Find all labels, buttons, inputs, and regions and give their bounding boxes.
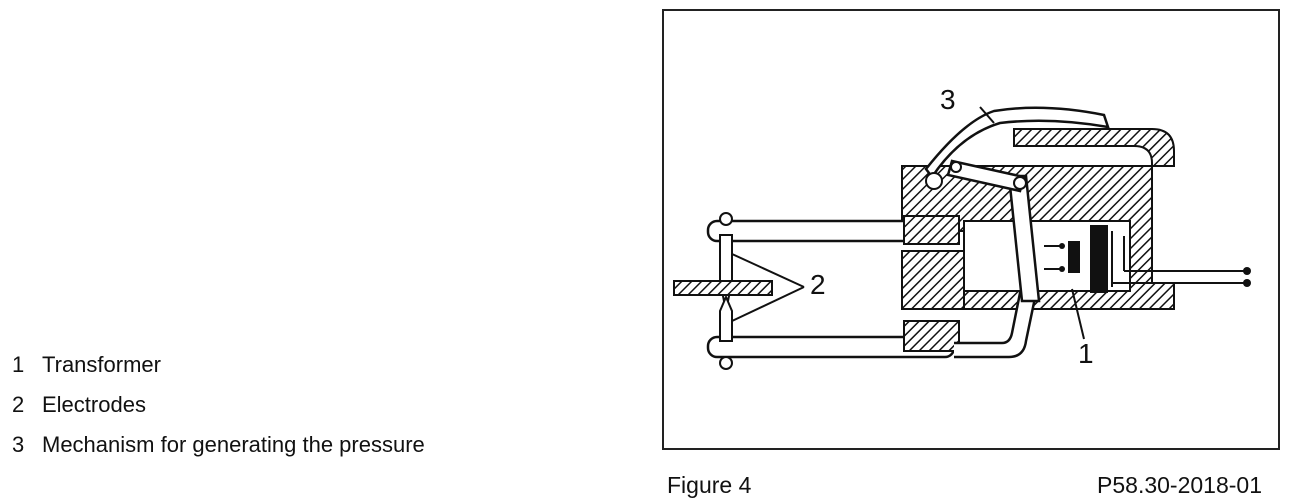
lower-electrode: [719, 294, 733, 342]
figure-reference: P58.30-2018-01: [1097, 472, 1262, 498]
legend-item-transformer: 1 Transformer: [12, 345, 425, 385]
legend-list: 1 Transformer 2 Electrodes 3 Mechanism for …: [12, 345, 425, 465]
legend-item-number: 1: [12, 352, 25, 377]
legend-item-label: Electrodes: [42, 392, 146, 417]
legend-item-pressure-mechanism: 3 Mechanism for generating the pressure: [12, 425, 425, 465]
transformer: [1044, 225, 1251, 293]
figure-caption: Figure 4: [667, 472, 752, 498]
lever-link: [946, 159, 1026, 193]
callout-2: 2: [810, 269, 826, 300]
legend-item-number: 2: [12, 392, 25, 417]
legend-item-label: Transformer: [42, 352, 161, 377]
legend-item-electrodes: 2 Electrodes: [12, 385, 425, 425]
pressure-lever: [924, 106, 1110, 180]
workpiece: [673, 280, 773, 296]
callout-3: 3: [940, 84, 956, 115]
callout-1: 1: [1078, 338, 1094, 369]
legend-item-number: 3: [12, 432, 25, 457]
figure-frame: 3 2 1: [662, 9, 1280, 450]
welding-gun-diagram: 3 2 1: [673, 84, 1251, 370]
legend-item-label: Mechanism for generating the pressure: [42, 432, 425, 457]
